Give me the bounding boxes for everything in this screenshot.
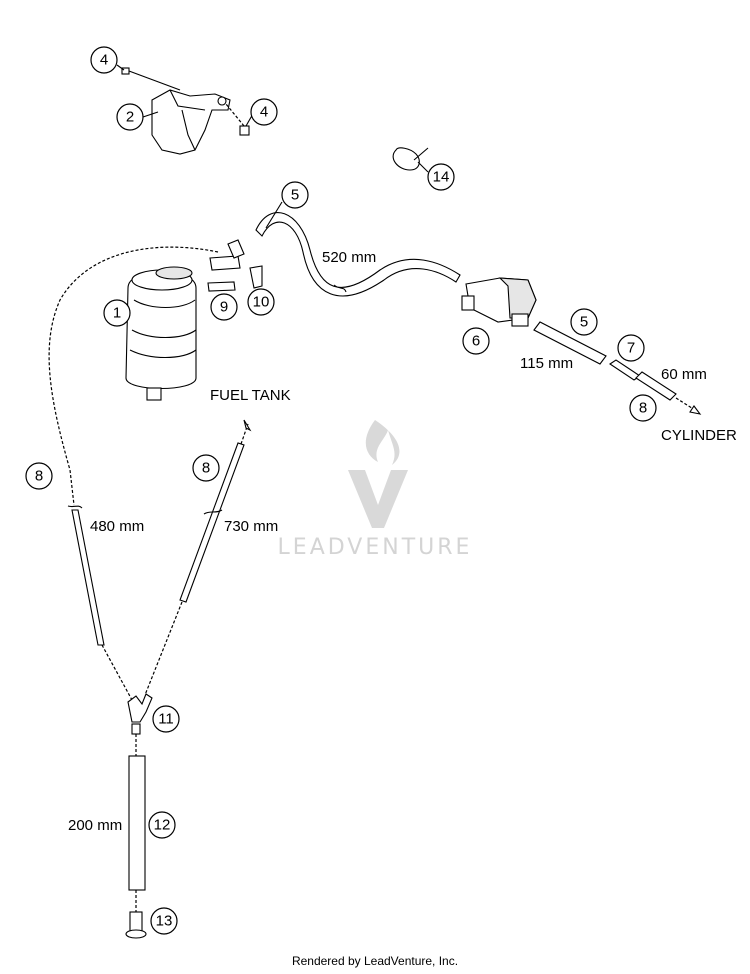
callout-11: 11 [152,705,180,733]
label-fuel-tank: FUEL TANK [210,387,291,404]
callout-13: 13 [150,907,178,935]
callout-14: 14 [427,163,455,191]
svg-text:13: 13 [156,913,173,930]
callout-7: 7 [617,334,645,362]
svg-text:10: 10 [253,294,270,311]
svg-text:14: 14 [433,169,450,186]
callout-3: 4 [90,46,118,74]
callout-8-right: 8 [629,394,657,422]
bolt [121,67,181,91]
hose-segment-480 [67,505,105,646]
label-480-mm: 480 mm [90,518,144,535]
callout-8-center: 8 [192,454,220,482]
hose-cap [125,911,147,939]
cable-tie [392,147,429,171]
svg-text:6: 6 [472,333,480,350]
svg-text:9: 9 [220,299,228,316]
callout-10: 10 [247,288,275,316]
callout-2: 2 [116,103,144,131]
svg-text:8: 8 [202,460,210,477]
callout-5-upper: 5 [281,181,309,209]
label-115-mm: 115 mm [520,355,573,372]
svg-text:8: 8 [35,468,43,485]
callout-6: 6 [462,327,490,355]
hose-200 [128,755,146,891]
charcoal-canister [125,266,197,401]
callout-12: 12 [148,811,176,839]
callout-9: 9 [210,293,238,321]
svg-text:7: 7 [627,340,635,357]
label-cylinder: CYLINDER [661,427,737,444]
svg-text:12: 12 [154,817,171,834]
callout-1: 1 [103,299,131,327]
callout-4: 4 [250,98,278,126]
svg-text:11: 11 [158,711,174,728]
hose-segment-730 [179,442,245,603]
footer-credit: Rendered by LeadVenture, Inc. [291,954,459,968]
hose-520 [255,212,461,297]
callout-5-lower: 5 [570,308,598,336]
y-connector [127,693,153,735]
svg-text:5: 5 [291,187,299,204]
label-200-mm: 200 mm [68,817,122,834]
hose-loop-left [48,246,219,506]
hose-60 [635,371,677,401]
elbow-fitting [207,239,263,292]
watermark-text: LEADVENTURE [278,535,473,560]
valve-fitting [609,359,641,381]
label-730-mm: 730 mm [224,518,278,535]
label-60-mm: 60 mm [661,366,707,383]
hose-115 [533,321,607,365]
svg-text:5: 5 [580,314,588,331]
bracket-cover [151,89,231,155]
clip-nut [225,103,250,136]
svg-text:1: 1 [113,305,121,322]
purge-valve [461,277,537,327]
label-520-mm: 520 mm [322,249,376,266]
svg-text:4: 4 [260,104,268,121]
callout-8-left: 8 [25,462,53,490]
svg-text:2: 2 [126,109,134,126]
svg-text:8: 8 [639,400,647,417]
svg-text:4: 4 [100,52,108,69]
watermark-logo: LEADVENTURE [278,420,473,560]
